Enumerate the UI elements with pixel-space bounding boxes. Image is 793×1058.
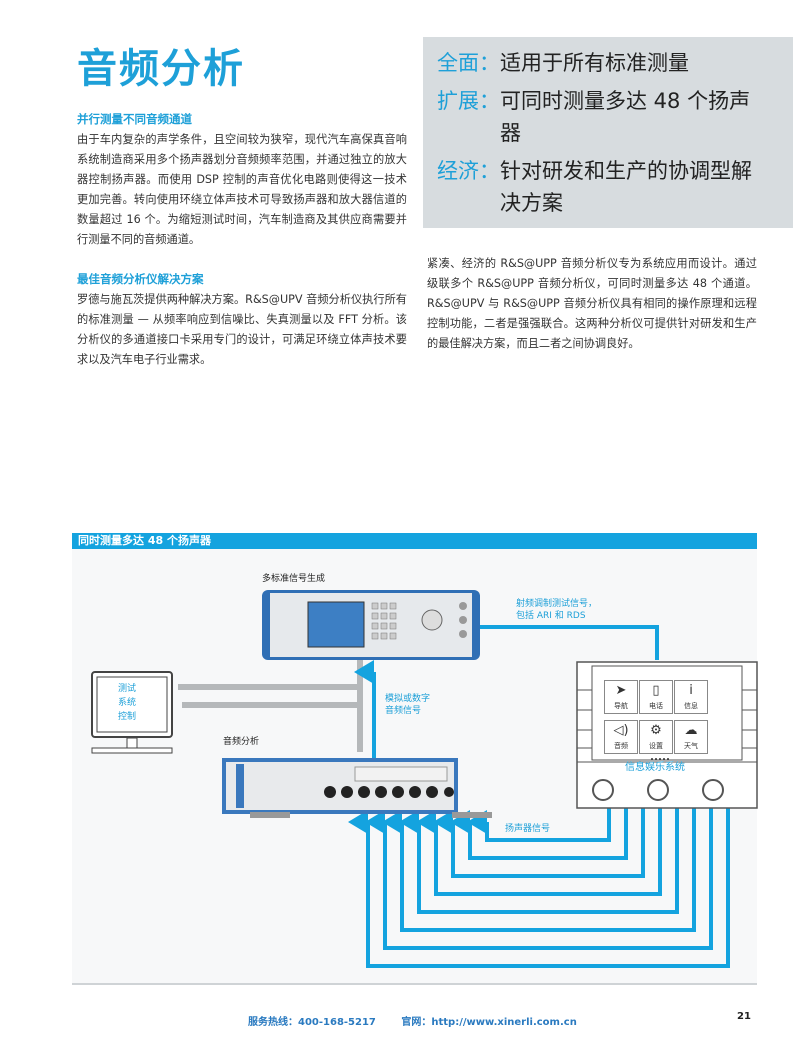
speaker-line xyxy=(433,808,645,878)
monitor-label-line: 系统 xyxy=(118,698,137,708)
speaker-line xyxy=(416,808,662,896)
highlight-value: 可同时测量多达 48 个扬声器 xyxy=(500,89,751,145)
highlight-item: 扩展：可同时测量多达 48 个扬声器 xyxy=(437,85,793,149)
speaker-signal-label: 扬声器信号 xyxy=(505,824,551,834)
footer-website[interactable]: 官网：http://www.xinerli.com.cn xyxy=(401,1017,577,1028)
tile-icon: ▯ xyxy=(652,683,660,698)
section-heading: 并行测量不同音频通道 xyxy=(77,112,192,126)
speaker-line xyxy=(399,808,679,914)
highlight-key: 经济： xyxy=(437,159,500,183)
monitor-icon xyxy=(91,671,173,754)
generator-label: 多标准信号生成 xyxy=(262,574,326,584)
section-best-solution: 最佳音频分析仪解决方案 罗德与施瓦茨提供两种解决方案。R&S@UPV 音频分析仪… xyxy=(77,271,407,370)
section-upp: 紧凑、经济的 R&S@UPP 音频分析仪专为系统应用而设计。通过级联多个 R&S… xyxy=(427,254,757,354)
audio-label-line: 音频信号 xyxy=(385,706,422,716)
section-body: 由于车内复杂的声学条件，且空间较为狭窄，现代汽车高保真音响系统制造商采用多个扬声… xyxy=(77,133,407,246)
highlight-key: 全面： xyxy=(437,51,500,75)
highlight-value: 针对研发和生产的协调型解决方案 xyxy=(500,159,752,215)
rf-label-line: 射频调制测试信号， xyxy=(516,599,598,609)
tile-icon: ◁) xyxy=(613,723,629,738)
tile-label: 天气 xyxy=(684,742,698,750)
signal-generator-image xyxy=(262,590,480,660)
tile-icon: ☁ xyxy=(684,723,698,738)
tile-1[interactable]: ▯ 电话 xyxy=(639,680,673,714)
highlight-item: 经济：针对研发和生产的协调型解决方案 xyxy=(437,155,793,219)
tile-label: 导航 xyxy=(614,702,628,710)
speaker-line xyxy=(382,808,696,932)
page-title: 音频分析 xyxy=(77,46,245,92)
monitor-label-line: 控制 xyxy=(118,712,137,722)
rf-label-line: 包括 ARI 和 RDS xyxy=(516,611,586,621)
tile-icon: ⚙ xyxy=(650,723,662,738)
control-line-out xyxy=(178,684,363,752)
monitor-label: 测试 系统 控制 xyxy=(118,682,136,724)
section-heading: 最佳音频分析仪解决方案 xyxy=(77,272,204,286)
tile-label: 音频 xyxy=(614,742,628,750)
highlight-key: 扩展： xyxy=(437,89,500,113)
infotainment-label: 信息娱乐系统 xyxy=(625,762,685,773)
rf-signal-line xyxy=(478,625,659,660)
tile-icon: ➤ xyxy=(615,683,627,698)
tile-label: 电话 xyxy=(649,702,663,710)
tile-2[interactable]: i 信息 xyxy=(674,680,708,714)
speaker-line xyxy=(467,808,611,842)
rf-signal-label: 射频调制测试信号， 包括 ARI 和 RDS xyxy=(516,598,597,622)
audio-label-line: 模拟或数字 xyxy=(385,694,431,704)
highlight-item: 全面：适用于所有标准测量 xyxy=(437,47,793,79)
speaker-line xyxy=(348,808,730,968)
footer-hotline: 服务热线：400-168-5217 xyxy=(248,1017,376,1028)
monitor-label-line: 测试 xyxy=(118,684,137,694)
speaker-line xyxy=(450,808,628,860)
tile-3[interactable]: ◁) 音频 xyxy=(604,720,638,754)
tile-0[interactable]: ➤ 导航 xyxy=(604,680,638,714)
tile-icon: i xyxy=(689,683,693,698)
section-body: 紧凑、经济的 R&S@UPP 音频分析仪专为系统应用而设计。通过级联多个 R&S… xyxy=(427,257,757,350)
section-parallel-measurement: 并行测量不同音频通道 由于车内复杂的声学条件，且空间较为狭窄，现代汽车高保真音响… xyxy=(77,111,407,250)
speaker-lines xyxy=(348,808,730,968)
audio-analyzer-image xyxy=(222,758,492,818)
tile-4[interactable]: ⚙ 设置 xyxy=(639,720,673,754)
speaker-line xyxy=(365,808,713,950)
tile-label: 设置 xyxy=(649,742,663,750)
audio-signal-label: 模拟或数字 音频信号 xyxy=(385,693,430,717)
section-body: 罗德与施瓦茨提供两种解决方案。R&S@UPV 音频分析仪执行所有的标准测量 — … xyxy=(77,293,407,366)
highlight-value: 适用于所有标准测量 xyxy=(500,51,689,75)
tile-5[interactable]: ☁ 天气 xyxy=(674,720,708,754)
tile-label: 信息 xyxy=(684,702,698,710)
footer-contact: 服务热线：400-168-5217 官网：http://www.xinerli.… xyxy=(248,1013,577,1028)
diagram-title: 同时测量多达 48 个扬声器 xyxy=(72,533,757,549)
page-number: 21 xyxy=(737,1011,751,1022)
highlights-box: 全面：适用于所有标准测量 扩展：可同时测量多达 48 个扬声器 经济：针对研发和… xyxy=(423,37,793,228)
analyzer-label: 音频分析 xyxy=(223,737,260,747)
